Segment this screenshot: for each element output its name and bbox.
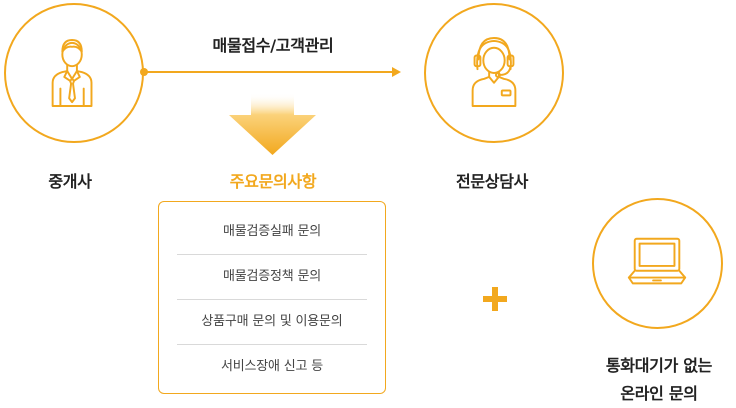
counselor-circle <box>424 3 564 143</box>
down-arrow-icon <box>229 93 316 155</box>
flow-label: 매물접수/고객관리 <box>212 36 334 55</box>
flow-start-dot <box>140 68 148 76</box>
online-label: 통화대기가 없는 온라인 문의 <box>586 352 732 408</box>
inquiry-item: 상품구매 문의 및 이용문의 <box>177 300 367 345</box>
inquiry-item: 매물검증정책 문의 <box>177 255 367 300</box>
inquiry-box: 매물검증실패 문의 매물검증정책 문의 상품구매 문의 및 이용문의 서비스장애… <box>158 201 386 394</box>
counselor-label: 전문상담사 <box>455 172 529 191</box>
headset-agent-icon <box>471 37 517 107</box>
inquiry-list: 매물검증실패 문의 매물검증정책 문의 상품구매 문의 및 이용문의 서비스장애… <box>159 202 385 389</box>
flow-arrowhead-icon <box>392 67 401 77</box>
businessman-icon <box>51 39 93 107</box>
laptop-icon <box>627 237 687 285</box>
online-circle <box>592 198 723 329</box>
plus-icon <box>483 287 507 311</box>
broker-label: 중개사 <box>48 172 92 191</box>
inquiry-item: 서비스장애 신고 등 <box>221 359 323 374</box>
online-label-line1: 통화대기가 없는 <box>605 356 713 375</box>
broker-circle <box>4 3 144 143</box>
inquiry-item: 매물검증실패 문의 <box>177 210 367 255</box>
main-inquiry-title: 주요문의사항 <box>229 172 317 191</box>
online-label-line2: 온라인 문의 <box>620 384 698 403</box>
flow-line <box>144 71 396 73</box>
